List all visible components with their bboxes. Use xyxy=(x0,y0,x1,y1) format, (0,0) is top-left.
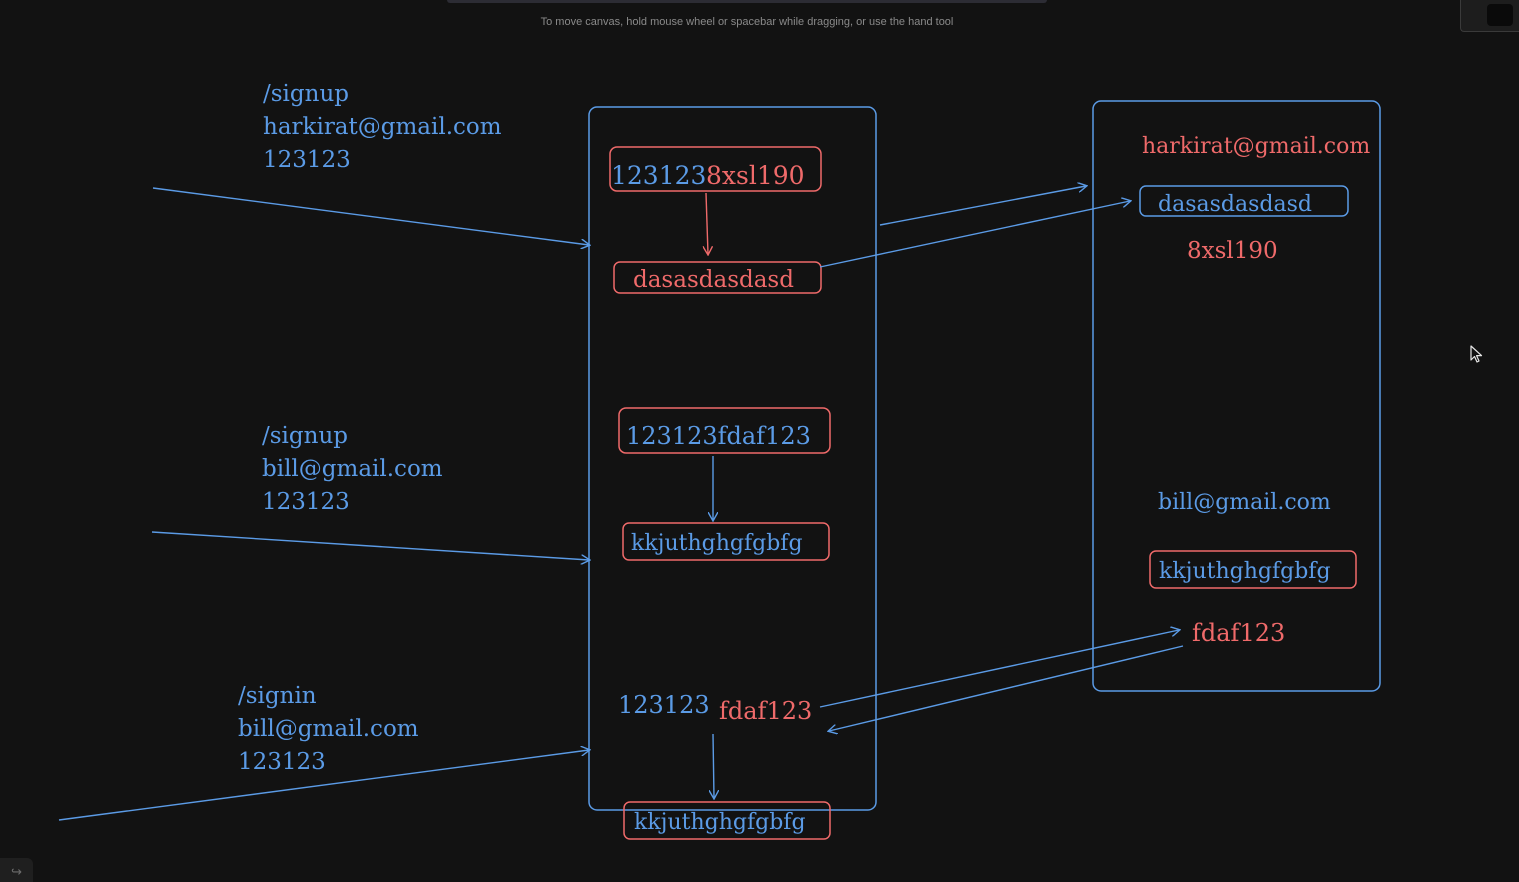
request-route: /signup xyxy=(263,81,349,107)
redo-icon: ↪ xyxy=(11,865,22,880)
hash-value: kkjuthghgfgbfg xyxy=(631,531,803,556)
hash-value: dasasdasdasd xyxy=(633,267,794,293)
input-salt: 8xsl190 xyxy=(706,161,805,190)
arrow-request-3 xyxy=(58,750,589,821)
signin-salt: fdaf123 xyxy=(719,697,812,725)
arrow-hash-1 xyxy=(706,192,708,254)
mouse-pointer-icon xyxy=(1470,345,1483,363)
db-hash-box xyxy=(1139,185,1349,217)
db-salt: fdaf123 xyxy=(1192,619,1285,647)
db-email: bill@gmail.com xyxy=(1158,490,1331,515)
input-concat: 123123fdaf123 xyxy=(626,422,811,450)
db-hash: dasasdasdasd xyxy=(1158,192,1312,217)
hash-box xyxy=(623,801,831,840)
top-toolbar-edge xyxy=(447,0,1047,3)
request-password: 123123 xyxy=(262,489,350,515)
request-email: bill@gmail.com xyxy=(262,456,443,482)
request-route: /signup xyxy=(262,423,348,449)
signin-password: 123123 xyxy=(618,691,710,719)
request-password: 123123 xyxy=(238,749,326,775)
arrow-lookup xyxy=(819,630,1179,708)
db-hash: kkjuthghgfgbfg xyxy=(1159,559,1331,584)
signup-request-harkirat: /signup harkirat@gmail.com 123123 xyxy=(263,81,502,173)
request-email: harkirat@gmail.com xyxy=(263,114,502,140)
arrow-store-email xyxy=(879,186,1086,226)
arrow-store-hash xyxy=(819,201,1130,268)
db-hash-box xyxy=(1149,550,1357,589)
arrow-hash-3 xyxy=(713,733,714,798)
salted-input-box xyxy=(609,146,822,192)
hash-box xyxy=(613,261,822,294)
hash-box xyxy=(622,522,830,561)
input-password: 123123 xyxy=(611,161,706,190)
request-route: /signin xyxy=(238,683,317,709)
request-password: 123123 xyxy=(263,147,351,173)
arrow-request-2 xyxy=(151,531,589,560)
signup-request-bill: /signup bill@gmail.com 123123 xyxy=(262,423,443,515)
salted-input-box xyxy=(618,407,831,454)
arrow-return-salt xyxy=(829,645,1184,731)
db-email: harkirat@gmail.com xyxy=(1142,134,1370,159)
signin-request-bill: /signin bill@gmail.com 123123 xyxy=(238,683,419,775)
request-email: bill@gmail.com xyxy=(238,716,419,742)
arrow-request-1 xyxy=(152,187,589,245)
database-box xyxy=(1092,100,1381,692)
db-salt: 8xsl190 xyxy=(1187,238,1278,264)
presenter-thumbnail-image xyxy=(1487,4,1513,26)
server-box xyxy=(588,106,877,811)
presenter-thumbnail xyxy=(1460,0,1519,32)
redo-button[interactable]: ↪ xyxy=(0,858,33,882)
hash-value: kkjuthghgfgbfg xyxy=(634,810,806,835)
canvas-hint: To move canvas, hold mouse wheel or spac… xyxy=(540,16,954,28)
